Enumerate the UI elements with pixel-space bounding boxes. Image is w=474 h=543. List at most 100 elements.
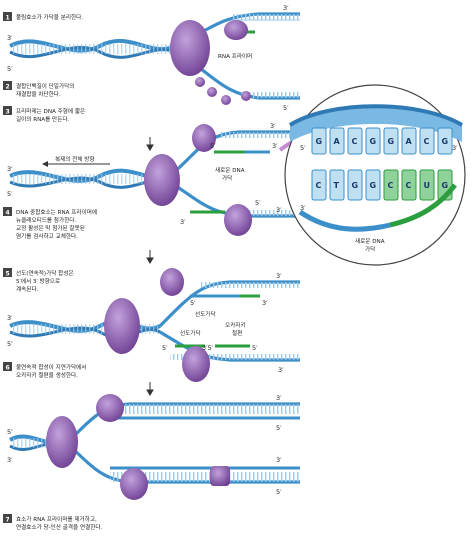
rna-primer-label: RNA 프라이머 bbox=[218, 52, 252, 60]
end-label: 3′ bbox=[276, 394, 282, 402]
step-5: 5 선도(연속적)가닥 합성은 5′에서 3′ 방향으로 계속된다. bbox=[3, 268, 74, 293]
end-label: 5′ bbox=[276, 424, 282, 432]
dna-polymerase bbox=[160, 268, 184, 296]
stage-c-fork: 선도가닥 선도가닥 오카자키 절편 3′ 5′ 3′ 5′ 3′ 5′ 3′5′… bbox=[7, 268, 300, 382]
end-label: 5′ bbox=[190, 299, 196, 307]
replication-direction-label: 복제의 전체 방향 bbox=[55, 155, 95, 163]
binding-protein bbox=[221, 95, 231, 105]
dna-polymerase bbox=[182, 346, 210, 382]
step-text: 재결합을 차단한다. bbox=[16, 90, 61, 98]
stage-arrows bbox=[146, 137, 154, 396]
step-7: 7 효소가 RNA 프라이머를 제거하고, 연결효소가 당-인산 골격을 연결한… bbox=[3, 514, 103, 531]
end-label: 5′ bbox=[252, 344, 258, 352]
step-text: 연결효소가 당-인산 골격을 연결한다. bbox=[16, 523, 103, 531]
end-label: 5′ bbox=[210, 142, 216, 150]
base-tile bbox=[401, 169, 417, 201]
okazaki-label: 오카자키 bbox=[225, 321, 246, 329]
end-label: 3′ bbox=[270, 122, 276, 130]
step-badge bbox=[3, 81, 12, 90]
end-label: 3′ bbox=[262, 299, 268, 307]
step-number: 2 bbox=[6, 83, 10, 90]
stage-b-fork: 복제의 전체 방향 새로운 DNA 가닥 3′ 5′ 3′ 5′ 3′ 3′ 5… bbox=[7, 122, 300, 236]
end-label: 5′ bbox=[276, 488, 282, 496]
base-tile bbox=[437, 127, 453, 155]
step-number: 3 bbox=[6, 108, 10, 115]
step-badge bbox=[3, 207, 12, 216]
base-letter: A bbox=[406, 137, 413, 146]
step-badge bbox=[3, 268, 12, 277]
step-text: 오카자키 절편을 생성한다. bbox=[16, 371, 78, 379]
binding-protein bbox=[195, 77, 205, 87]
step-number: 6 bbox=[6, 364, 10, 371]
binding-protein bbox=[241, 91, 251, 101]
base-letter: U bbox=[424, 181, 431, 190]
step-6: 6 불연속적 합성이 지연가닥에서 오카자키 절편을 생성한다. bbox=[3, 362, 86, 379]
helicase-enzyme bbox=[104, 298, 140, 354]
step-text: DNA 중합효소는 RNA 프라이머에 bbox=[16, 208, 97, 216]
step-text: 결합단백질이 단일가닥의 bbox=[16, 82, 74, 90]
end-label: 3′ bbox=[180, 218, 186, 226]
helicase-enzyme bbox=[170, 20, 210, 76]
base-letter: A bbox=[334, 137, 341, 146]
step-badge bbox=[3, 106, 12, 115]
end-label: 5′ bbox=[255, 199, 261, 207]
step-text: 프리마제는 DNA 주형에 짧은 bbox=[16, 107, 85, 115]
step-badge bbox=[3, 362, 12, 371]
step-text: 뉴클레오티드를 첨가한다. bbox=[16, 216, 76, 224]
end-label: 5′ bbox=[162, 344, 168, 352]
dna-polymerase bbox=[192, 124, 216, 152]
end-label: 3′5′ bbox=[202, 344, 214, 352]
step-text: 계속된다. bbox=[16, 285, 39, 293]
stage-a-fork: 3′ 5′ 3′ 5′ RNA 프라이머 bbox=[7, 4, 300, 112]
step-4: 4 DNA 중합효소는 RNA 프라이머에 뉴클레오티드를 첨가한다. 교정 활… bbox=[3, 207, 97, 240]
end-label: 3′ bbox=[452, 144, 458, 152]
dna-polymerase bbox=[224, 204, 252, 236]
base-tile bbox=[347, 169, 363, 201]
step-number: 5 bbox=[6, 270, 10, 277]
base-tile bbox=[311, 127, 327, 155]
end-label: 5′ bbox=[7, 428, 13, 436]
end-label: 5′ bbox=[7, 65, 13, 73]
inset-new-dna-label: 가닥 bbox=[365, 245, 375, 253]
end-label: 5′ bbox=[7, 190, 13, 198]
base-letter: G bbox=[370, 181, 377, 190]
end-label: 3′ bbox=[283, 4, 289, 12]
base-tile bbox=[347, 127, 363, 155]
base-tile bbox=[365, 127, 381, 155]
dna-polymerase bbox=[120, 468, 148, 500]
end-label: 5′ bbox=[7, 340, 13, 348]
leading-strand-label: 선도가닥 bbox=[195, 310, 216, 318]
base-tile bbox=[401, 127, 417, 155]
base-letter: G bbox=[388, 137, 395, 146]
end-label: 3′ bbox=[7, 456, 13, 464]
base-letter: G bbox=[442, 181, 449, 190]
step-1: 1 풀림효소가 가닥을 분리한다. bbox=[3, 12, 83, 21]
base-letter: G bbox=[442, 137, 449, 146]
end-label: 3′ bbox=[278, 366, 284, 374]
helicase-enzyme bbox=[46, 416, 78, 468]
ligase-enzyme bbox=[210, 466, 230, 486]
okazaki-label: 절편 bbox=[232, 329, 242, 337]
end-label: 3′ bbox=[276, 272, 282, 280]
step-text: 길이의 RNA를 만든다. bbox=[16, 115, 69, 123]
end-label: 5′ bbox=[283, 104, 289, 112]
inset-new-dna-label: 새로운 DNA bbox=[355, 237, 385, 245]
end-label: 5′ bbox=[300, 144, 306, 152]
step-number: 1 bbox=[6, 14, 10, 21]
step-badge bbox=[3, 514, 12, 523]
helicase-enzyme bbox=[144, 154, 180, 206]
new-dna-strand-label: 새로운 DNA bbox=[215, 166, 245, 174]
base-letter: C bbox=[406, 181, 412, 190]
base-letter: G bbox=[316, 137, 323, 146]
step-text: 효소가 RNA 프라이머를 제거하고, bbox=[16, 515, 97, 523]
base-tile bbox=[383, 169, 399, 201]
end-label: 3′ bbox=[276, 456, 282, 464]
base-letter: G bbox=[370, 137, 377, 146]
base-tile bbox=[365, 169, 381, 201]
leading-strand-label: 선도가닥 bbox=[180, 329, 201, 337]
base-tile bbox=[311, 169, 327, 201]
step-text: 불연속적 합성이 지연가닥에서 bbox=[16, 363, 86, 371]
base-letter: T bbox=[334, 181, 340, 190]
